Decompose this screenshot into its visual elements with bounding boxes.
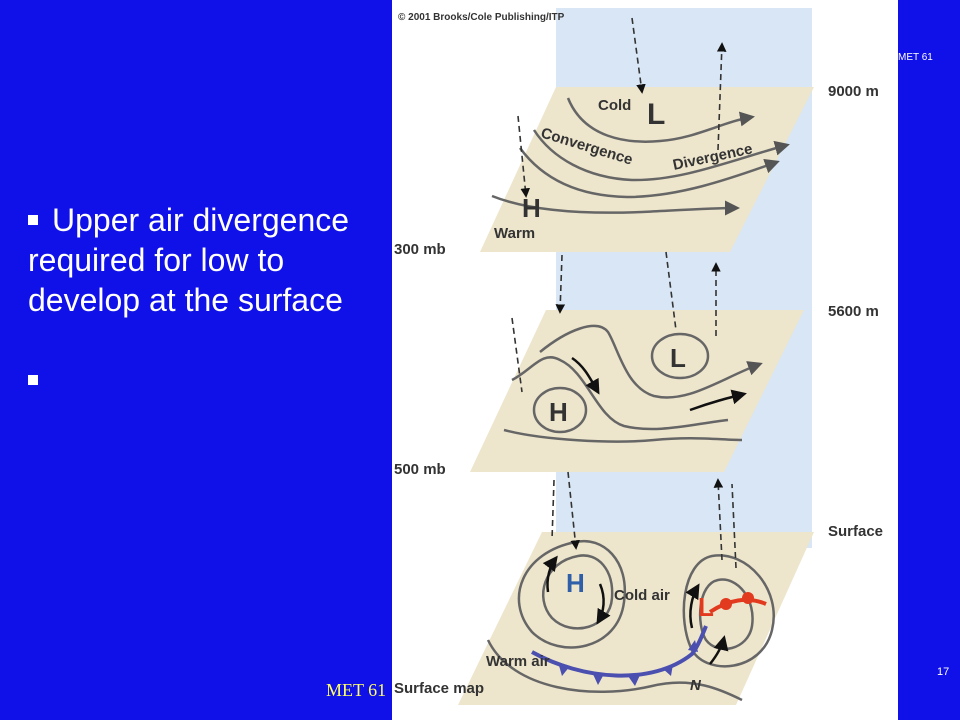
mid-streamline bbox=[503, 428, 743, 443]
mid-streamline bbox=[539, 324, 763, 399]
high-contour-mid bbox=[532, 386, 588, 434]
bullet-item bbox=[28, 360, 368, 400]
surface-isobar bbox=[698, 578, 754, 651]
upper-streamline bbox=[566, 97, 755, 143]
label-300mb: 300 mb bbox=[394, 241, 446, 258]
cold-front-triangle bbox=[688, 640, 698, 652]
course-label-left: MET 61 bbox=[326, 680, 387, 700]
vertical-motion-line bbox=[517, 115, 531, 198]
low-label-mid: L bbox=[670, 343, 686, 373]
cold-air-label-1: Cold air bbox=[614, 587, 670, 604]
warm-label-top: Warm bbox=[494, 225, 535, 242]
cold-label-top: Cold bbox=[598, 97, 631, 114]
upper-streamline bbox=[491, 194, 740, 216]
low-label-surface: L bbox=[698, 592, 714, 622]
figure-panel: © 2001 Brooks/Cole Publishing/ITP Cold L… bbox=[392, 0, 898, 720]
high-label-top: H bbox=[522, 193, 541, 223]
surface-wind-arrow bbox=[542, 555, 558, 593]
warm-front-line bbox=[708, 597, 767, 614]
upper-streamline bbox=[532, 129, 790, 182]
surface-isobar bbox=[682, 554, 775, 668]
surface-wind-arrow bbox=[685, 583, 700, 629]
page-number: 17 bbox=[937, 666, 950, 678]
course-label-right: MET 61 bbox=[898, 52, 933, 63]
cold-front-triangle bbox=[558, 662, 570, 676]
warm-front-semicircle bbox=[720, 598, 732, 610]
surface-wind-arrow bbox=[709, 635, 729, 665]
vertical-motion-line bbox=[713, 478, 724, 561]
label-surface: Surface bbox=[828, 523, 883, 540]
high-label-surface: H bbox=[566, 568, 585, 598]
cold-front-triangle bbox=[592, 672, 604, 685]
cold-front-line bbox=[531, 625, 708, 678]
vertical-motion-line bbox=[731, 483, 737, 569]
bullet-text: Upper air divergence required for low to… bbox=[28, 202, 350, 318]
vertical-structure-diagram: © 2001 Brooks/Cole Publishing/ITP Cold L… bbox=[394, 8, 883, 705]
surface-wind-arrow bbox=[596, 583, 611, 625]
mid-streamline bbox=[511, 356, 729, 431]
vertical-motion-line bbox=[716, 42, 727, 151]
low-contour-mid bbox=[650, 332, 710, 380]
bullet-square-icon bbox=[28, 374, 38, 385]
surface-isobar bbox=[517, 539, 627, 649]
low-label-top: L bbox=[647, 98, 665, 131]
copyright-text: © 2001 Brooks/Cole Publishing/ITP bbox=[398, 12, 565, 23]
warm-front-semicircle bbox=[742, 592, 754, 604]
mid-wind-arrow bbox=[571, 356, 600, 395]
mid-wind-arrow bbox=[689, 389, 747, 412]
label-surface-map: Surface map bbox=[394, 680, 484, 697]
surface-isobar bbox=[486, 639, 743, 702]
north-label: N bbox=[690, 677, 702, 694]
upper-streamline bbox=[518, 147, 780, 199]
vertical-motion-line bbox=[665, 251, 677, 331]
warm-air-label: Warm air bbox=[486, 653, 550, 670]
bullet-list: Upper air divergence required for low to… bbox=[28, 200, 368, 400]
bullet-square-icon bbox=[28, 214, 38, 225]
label-5600m: 5600 m bbox=[828, 303, 879, 320]
vertical-motion-line bbox=[567, 471, 580, 550]
label-9000m: 9000 m bbox=[828, 83, 879, 100]
surface-isobar bbox=[542, 554, 614, 630]
vertical-motion-line bbox=[511, 317, 523, 393]
vertical-motion-line bbox=[551, 479, 555, 541]
high-label-mid: H bbox=[549, 397, 568, 427]
bullet-item: Upper air divergence required for low to… bbox=[28, 200, 368, 320]
cold-front-triangle bbox=[628, 675, 640, 686]
cold-front-triangle bbox=[662, 664, 673, 676]
vertical-motion-line bbox=[631, 17, 646, 94]
label-500mb: 500 mb bbox=[394, 461, 446, 478]
